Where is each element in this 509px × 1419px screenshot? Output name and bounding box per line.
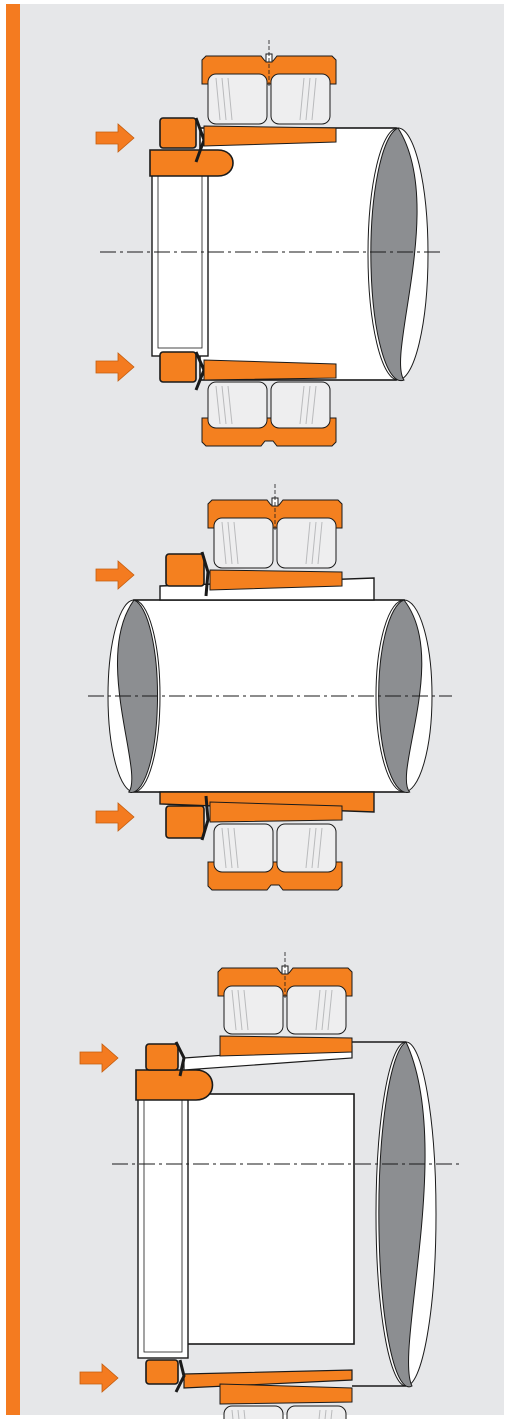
- push-arrow-icon: [79, 1043, 119, 1073]
- push-arrow-icon: [79, 1363, 119, 1393]
- roller-shading-line: [305, 521, 311, 565]
- shaft-end-cut: [370, 127, 418, 382]
- piston-bottom: [159, 351, 197, 383]
- roller-shading-line: [215, 385, 221, 425]
- roller-shading-line: [317, 827, 323, 869]
- bearing-inner-ring: [203, 359, 337, 381]
- withdrawal-sleeve-bottom: [183, 1369, 353, 1389]
- bearing-roller-left: [223, 985, 284, 1035]
- roller-shading-line: [237, 1409, 240, 1419]
- nut-flange-top: [149, 149, 234, 177]
- bearing-inner-ring: [203, 125, 337, 147]
- shaft-body: [185, 1093, 355, 1345]
- roller-shading-line: [227, 77, 233, 121]
- roller-shading-line: [243, 989, 249, 1031]
- roller-shading-line: [233, 521, 239, 565]
- push-arrow-icon: [95, 802, 135, 832]
- shaft-outline: [352, 1041, 406, 1387]
- bearing-inner-ring: [219, 1383, 353, 1405]
- roller-shading-line: [318, 1409, 321, 1419]
- roller-shading-line: [221, 385, 227, 425]
- bearing-roller-left: [207, 73, 268, 125]
- lock-washer-bottom: [200, 795, 210, 841]
- roller-shading-line: [330, 1409, 333, 1419]
- roller-shading-line: [231, 1409, 234, 1419]
- lock-nut-top: [165, 553, 205, 587]
- roller-shading-line: [321, 989, 327, 1031]
- push-arrow-icon: [95, 560, 135, 590]
- shaft-end-cut: [378, 1041, 426, 1388]
- mounting-panel-2: [88, 484, 452, 891]
- roller-shading-line: [315, 989, 321, 1031]
- withdrawal-nut-body: [137, 1081, 189, 1359]
- roller-shading-line: [324, 1409, 327, 1419]
- roller-shading-line: [233, 827, 239, 869]
- roller-shading-line: [305, 385, 311, 425]
- bearing-inner-ring: [219, 1035, 353, 1057]
- shaft-body: [199, 127, 397, 381]
- nut-flange-top: [135, 1069, 214, 1101]
- hydraulic-nut-body: [151, 151, 209, 357]
- roller-shading-line: [221, 521, 227, 565]
- bearing-roller-left: [213, 823, 274, 873]
- roller-shading-line: [227, 385, 233, 425]
- bearing-roller-left: [213, 517, 274, 569]
- bearing-inner-ring: [209, 801, 343, 823]
- roller-shading-line: [317, 521, 323, 565]
- roller-shading-line: [311, 521, 317, 565]
- roller-shading-line: [231, 989, 237, 1031]
- lock-washer-top: [200, 551, 210, 597]
- roller-shading-line: [305, 827, 311, 869]
- bearing-roller-left: [207, 381, 268, 429]
- bearing-roller-right: [286, 1405, 347, 1419]
- roller-shading-line: [311, 77, 317, 121]
- piston-top: [145, 1043, 179, 1071]
- accent-bar: [6, 4, 20, 1415]
- roller-shading-line: [227, 827, 233, 869]
- piston-bottom: [145, 1359, 179, 1385]
- roller-shading-line: [311, 827, 317, 869]
- lock-washer-bottom: [174, 1359, 186, 1393]
- lock-nut-bottom: [165, 805, 205, 839]
- roller-shading-line: [299, 385, 305, 425]
- piston-top: [159, 117, 197, 149]
- roller-shading-line: [221, 827, 227, 869]
- roller-shading-line: [221, 77, 227, 121]
- lock-washer-top: [174, 1041, 186, 1077]
- roller-shading-line: [299, 77, 305, 121]
- mounting-panel-1: [95, 40, 440, 447]
- roller-shading-line: [243, 1409, 246, 1419]
- roller-shading-line: [305, 77, 311, 121]
- push-arrow-icon: [95, 352, 135, 382]
- roller-shading-line: [237, 989, 243, 1031]
- roller-shading-line: [215, 77, 221, 121]
- mounting-panel-3: [79, 952, 460, 1419]
- roller-shading-line: [327, 989, 333, 1031]
- roller-shading-line: [227, 521, 233, 565]
- push-arrow-icon: [95, 123, 135, 153]
- bearing-inner-ring: [209, 569, 343, 591]
- roller-shading-line: [311, 385, 317, 425]
